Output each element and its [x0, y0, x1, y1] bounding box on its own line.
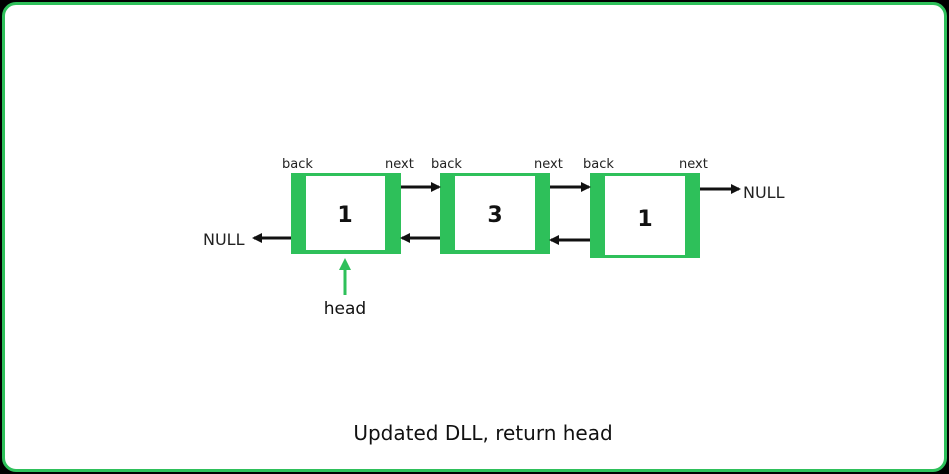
- null-left-label: NULL: [203, 230, 245, 249]
- head-label: head: [324, 299, 366, 319]
- node-3-back-label: back: [583, 157, 614, 172]
- node-3-next-label: next: [679, 157, 708, 172]
- node-3: 1 back next: [583, 157, 708, 258]
- diagram-caption: Updated DLL, return head: [353, 421, 612, 445]
- node-1-next-label: next: [385, 157, 414, 172]
- node-3-value: 1: [637, 207, 652, 232]
- node-2-back-label: back: [431, 157, 462, 172]
- node-2: 3 back next: [431, 157, 563, 254]
- null-right-label: NULL: [743, 183, 785, 202]
- node-1: 1 back next: [282, 157, 414, 254]
- node-2-value: 3: [487, 203, 502, 228]
- node-2-next-label: next: [534, 157, 563, 172]
- node-1-back-label: back: [282, 157, 313, 172]
- node-1-value: 1: [337, 203, 352, 228]
